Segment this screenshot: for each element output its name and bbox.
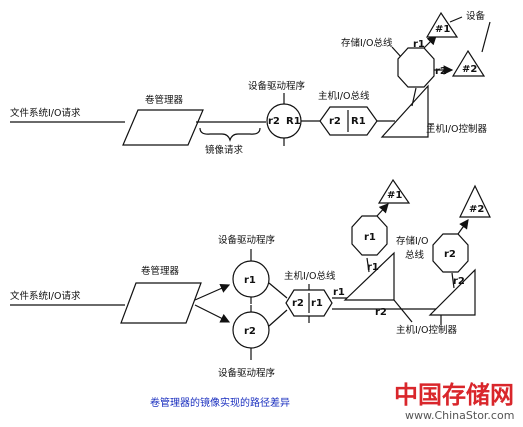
bottom-driver-top-label: 设备驱动程序 <box>218 234 276 246</box>
top-host-bus-label: 主机I/O总线 <box>318 90 370 102</box>
bottom-device-1-label: #1 <box>387 190 402 201</box>
top-device-2-triangle <box>451 49 486 77</box>
bottom-ctrl1-to-oct <box>366 257 370 273</box>
diagram-caption: 卷管理器的镜像实现的路径差异 <box>150 396 290 409</box>
bottom-oct1-to-dev1 <box>376 203 389 217</box>
bottom-storage-bus-label-1: 存储I/O <box>396 235 428 247</box>
top-storage-bus-label: 存储I/O总线 <box>341 37 393 49</box>
bottom-hex-r1-label: r1 <box>311 298 323 309</box>
top-device-2-label: #2 <box>462 64 477 75</box>
top-device-1-label: #1 <box>435 24 450 35</box>
top-storage-bus-octagon <box>397 47 435 88</box>
top-oct-r1-label: r1 <box>413 39 425 50</box>
bottom-driver-r1-label: r1 <box>244 275 256 286</box>
bottom-storage-bus-octagon-2 <box>432 233 469 273</box>
top-volume-manager-label: 卷管理器 <box>145 94 184 106</box>
top-oct-to-dev1 <box>423 35 437 49</box>
bottom-driver-r2-label: r2 <box>244 326 256 337</box>
top-controller-label: 主机I/O控制器 <box>426 123 487 135</box>
top-mirror-request-label: 镜像请求 <box>205 144 244 156</box>
bottom-oct2-to-dev2 <box>457 219 469 235</box>
top-oct-r2-label: r2 <box>435 66 447 77</box>
bottom-device-1-triangle <box>377 178 411 204</box>
bottom-vm-to-r1 <box>194 283 231 301</box>
bottom-hex-r2-label: r2 <box>292 298 304 309</box>
bottom-line-r2-label: r2 <box>375 307 387 318</box>
bottom-host-bus-label: 主机I/O总线 <box>284 270 336 282</box>
bottom-controller-1-triangle <box>343 251 395 301</box>
top-device-1-triangle <box>425 11 459 38</box>
top-devices-label: 设备 <box>466 10 486 22</box>
bottom-oct-r2-link-label: r2 <box>453 276 465 287</box>
bottom-driver-bottom-label: 设备驱动程序 <box>218 367 276 379</box>
bottom-r2-to-bus <box>268 309 288 327</box>
top-driver-R1-label: R1 <box>286 116 301 127</box>
top-driver-r2-label: r2 <box>268 116 280 127</box>
top-mirror-request-brace <box>199 127 261 142</box>
top-volume-manager-box <box>122 109 204 146</box>
top-devices-leader-2 <box>481 21 491 53</box>
top-request-label: 文件系统I/O请求 <box>10 107 81 119</box>
bottom-device-2-label: #2 <box>469 204 484 215</box>
bottom-controller-label: 主机I/O控制器 <box>396 324 457 336</box>
bottom-controller-2-triangle <box>428 268 476 316</box>
bottom-r1-to-bus <box>268 282 288 299</box>
bottom-volume-manager-box <box>120 282 202 324</box>
top-diagram: 文件系统I/O请求 卷管理器 镜像请求 设备驱动程序 r2 R1 主机I/O总线… <box>10 10 491 156</box>
bottom-vm-to-r2 <box>194 304 231 323</box>
bottom-diagram: 文件系统I/O请求 卷管理器 设备驱动程序 r1 r2 设备驱动程序 主机I/O… <box>10 178 491 379</box>
bottom-controller-1-tick <box>393 299 413 323</box>
top-devices-leader-1 <box>449 16 463 23</box>
bottom-volume-manager-label: 卷管理器 <box>141 265 180 277</box>
watermark-brand: 中国存储网 <box>394 380 514 409</box>
bottom-line-r1-label: r1 <box>333 287 345 298</box>
top-device-driver-label: 设备驱动程序 <box>248 80 306 92</box>
bottom-storage-bus-octagon-1 <box>351 215 388 256</box>
watermark-url: www.ChinaStor.com <box>405 409 514 422</box>
top-controller-triangle <box>380 84 429 138</box>
bottom-ctrl2-to-oct <box>451 272 455 289</box>
top-controller-to-oct <box>411 87 417 107</box>
bottom-oct-r1-link-label: r1 <box>367 262 379 273</box>
bottom-request-label: 文件系统I/O请求 <box>10 290 81 302</box>
top-hex-R1-label: R1 <box>351 116 366 127</box>
bottom-storage-bus-label-2: 总线 <box>405 249 425 261</box>
top-hex-r2-label: r2 <box>329 116 341 127</box>
bottom-oct-1-label: r1 <box>364 232 376 243</box>
bottom-device-2-triangle <box>459 184 491 218</box>
bottom-oct-2-label: r2 <box>444 249 456 260</box>
